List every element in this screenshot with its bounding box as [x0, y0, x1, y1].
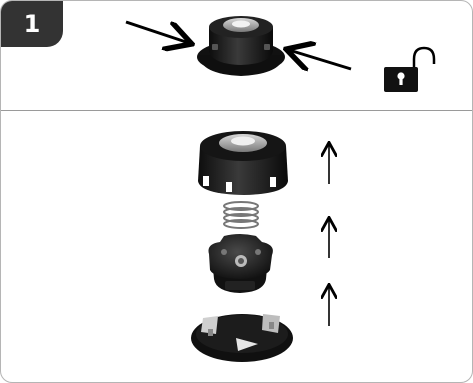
step-number-badge: 1: [1, 1, 63, 47]
spool-knob: [208, 234, 273, 293]
assembled-spool-cap: [197, 16, 285, 76]
spring: [223, 201, 259, 229]
spool-base: [191, 314, 293, 362]
push-arrow-icon: [289, 50, 352, 69]
spool-cap: [198, 131, 288, 195]
unlock-padlock-icon: [384, 46, 436, 92]
push-arrow-icon: [125, 20, 189, 43]
section-divider: [1, 110, 472, 111]
